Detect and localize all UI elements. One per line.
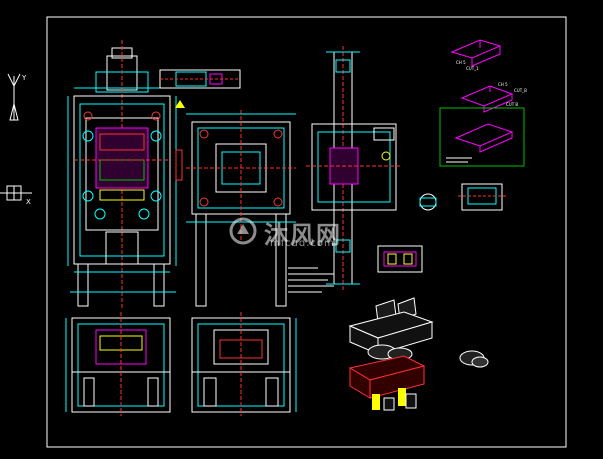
- detail-section-view: [458, 183, 506, 211]
- ucs-y-label: Y: [21, 74, 27, 82]
- iso-view-top: [450, 39, 502, 67]
- iso-label-cut-c: CUT B: [506, 102, 518, 107]
- sprue-detail: [159, 69, 241, 89]
- iso-view-bottom-frame: [439, 107, 525, 167]
- ucs-x-label: X: [26, 198, 31, 206]
- detail-insert-view: [377, 245, 423, 273]
- bottom-section-right: [191, 312, 297, 416]
- warning-icon: [175, 100, 185, 108]
- bottom-section-left: [65, 312, 171, 416]
- notes-text-block: [288, 267, 334, 293]
- detail-circle-view: [419, 193, 437, 211]
- drawing-border: [46, 16, 567, 448]
- iso-label-cut-b: CUT_B: [514, 88, 527, 93]
- mold-side-view: [175, 110, 296, 307]
- ucs-icon: [0, 73, 32, 201]
- iso-view-middle: [460, 85, 514, 113]
- iso-label-ch-a: CH 5: [456, 60, 466, 65]
- mold-long-view: [306, 46, 402, 290]
- iso-label-cut-a: CUT_1: [466, 66, 479, 71]
- iso-label-ch-b: CH 5: [498, 82, 508, 87]
- assembly-3d-view: [348, 297, 489, 411]
- mold-front-view: [67, 40, 177, 310]
